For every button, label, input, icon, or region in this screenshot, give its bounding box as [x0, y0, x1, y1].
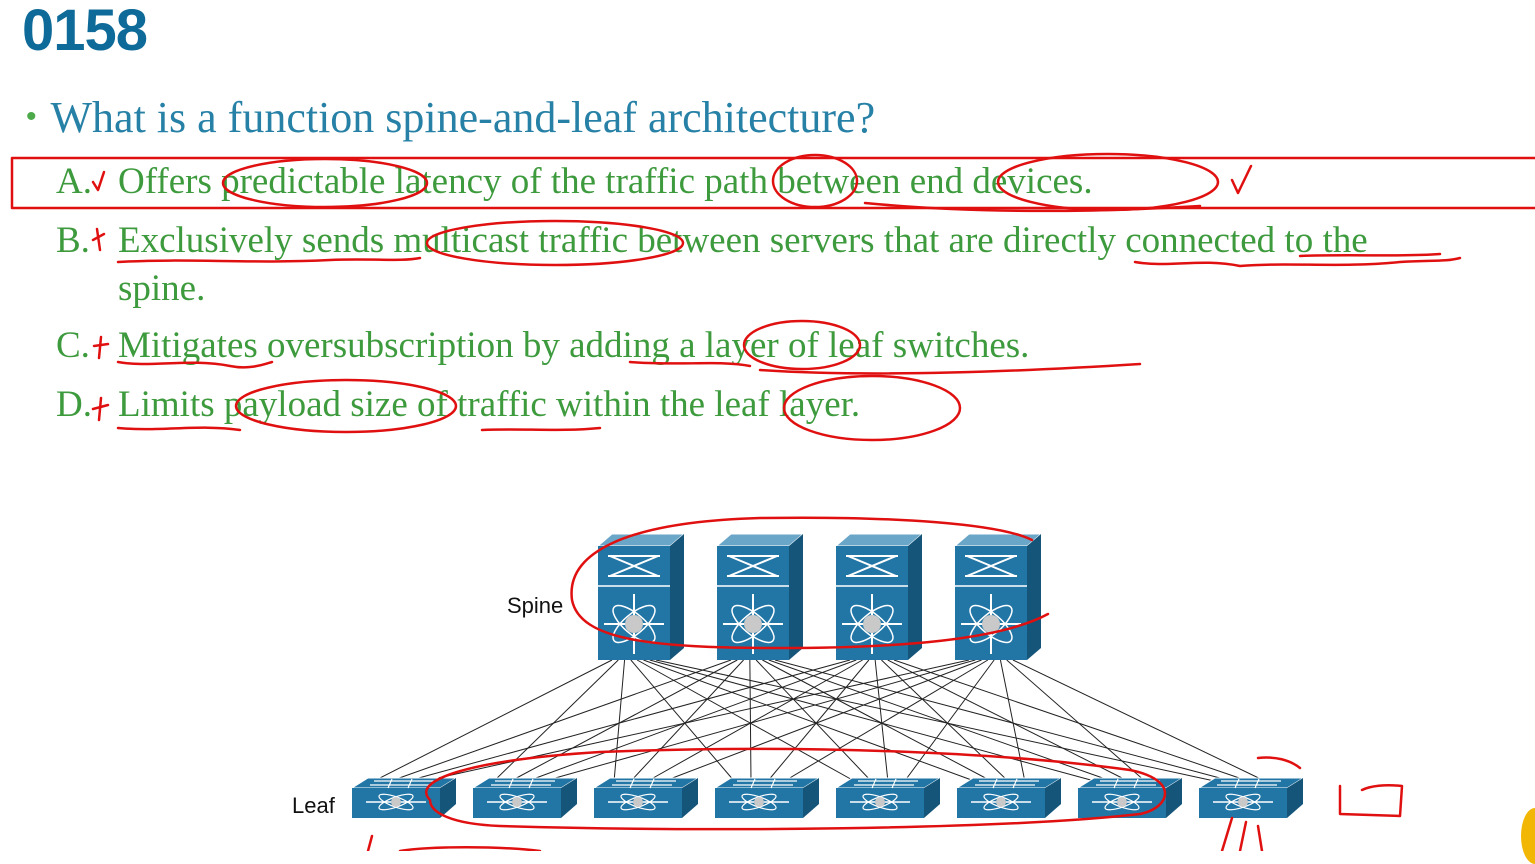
cross-mark-icon: [91, 396, 110, 422]
doodle-box: [1338, 783, 1404, 818]
leaf-label: Leaf: [292, 793, 335, 818]
link-line: [1006, 659, 1147, 783]
circle-payload-size: [234, 378, 458, 434]
link-line: [508, 659, 738, 783]
leaf-switch-icon: [713, 777, 821, 818]
spine-label: Spine: [507, 593, 564, 618]
link-line: [661, 659, 982, 783]
slide-number: 0158: [22, 0, 148, 63]
option-a: A. Offers predictable latency of the traf…: [56, 163, 1093, 200]
link-line: [524, 659, 857, 783]
answer-highlight-box: [10, 156, 1535, 210]
link-line: [645, 659, 863, 783]
option-d: D. Limits payload size of traffic within …: [56, 386, 860, 423]
leaf-switch-icon: [471, 777, 579, 818]
circle-spine-layer: [570, 516, 1050, 650]
leaf-switch-icon: [834, 777, 942, 818]
spine-switch-icon: [715, 533, 805, 660]
link-line: [782, 659, 989, 783]
circle-leaf-layer: [782, 374, 962, 442]
check-mark-icon: [91, 170, 106, 192]
link-line: [999, 659, 1026, 783]
spine-switch-icon: [596, 533, 686, 660]
spine-switches: [596, 533, 1043, 660]
circle-leaf-layer-diagram: [425, 747, 1167, 831]
check-mark-icon: [1230, 164, 1253, 195]
option-letter: C.: [56, 325, 90, 366]
leaf-switch-icon: [1197, 777, 1305, 818]
circle-a-layer: [742, 319, 862, 371]
cursor-indicator: [1521, 808, 1535, 864]
question: • What is a function spine-and-leaf archi…: [26, 96, 875, 140]
link-line: [903, 659, 995, 783]
cross-mark-icon: [91, 227, 106, 252]
option-text: Exclusively sends multicast traffic betw…: [118, 220, 1368, 261]
bullet-icon: •: [26, 100, 37, 133]
leaf-switches: [350, 777, 1305, 818]
link-line: [540, 659, 976, 783]
option-c: C. Mitigates oversubscription by adding a…: [56, 327, 1029, 364]
circle-end-devices: [996, 152, 1220, 212]
circle-path: [771, 153, 859, 209]
option-text: Offers predictable latency of the traffi…: [118, 161, 1093, 202]
question-text: What is a function spine-and-leaf archit…: [50, 93, 876, 142]
link-line: [766, 659, 870, 783]
link-line: [613, 659, 626, 783]
link-line: [403, 659, 851, 783]
option-letter: D.: [56, 384, 92, 425]
circle-multicast: [425, 219, 685, 267]
leaf-switch-icon: [592, 777, 700, 818]
link-line: [492, 659, 619, 783]
option-letter: A.: [56, 161, 92, 202]
link-line: [749, 659, 752, 783]
leaf-switch-icon: [955, 777, 1063, 818]
option-letter: B.: [56, 220, 90, 261]
spine-switch-icon: [834, 533, 924, 660]
leaf-switch-icon: [350, 777, 458, 818]
option-text: Limits payload size of traffic within th…: [118, 384, 861, 425]
spine-switch-icon: [953, 533, 1043, 660]
option-b: B. Exclusively sends multicast traffic be…: [56, 222, 1368, 259]
circle-predictable: [221, 157, 429, 209]
link-line: [371, 659, 613, 783]
link-line: [387, 659, 732, 783]
link-line: [1012, 659, 1268, 783]
link-line: [630, 659, 736, 783]
cross-mark-icon: [92, 335, 110, 360]
option-text: Mitigates oversubscription by adding a l…: [118, 325, 1030, 366]
option-b-continuation: spine.: [118, 268, 206, 309]
link-line: [629, 659, 744, 783]
